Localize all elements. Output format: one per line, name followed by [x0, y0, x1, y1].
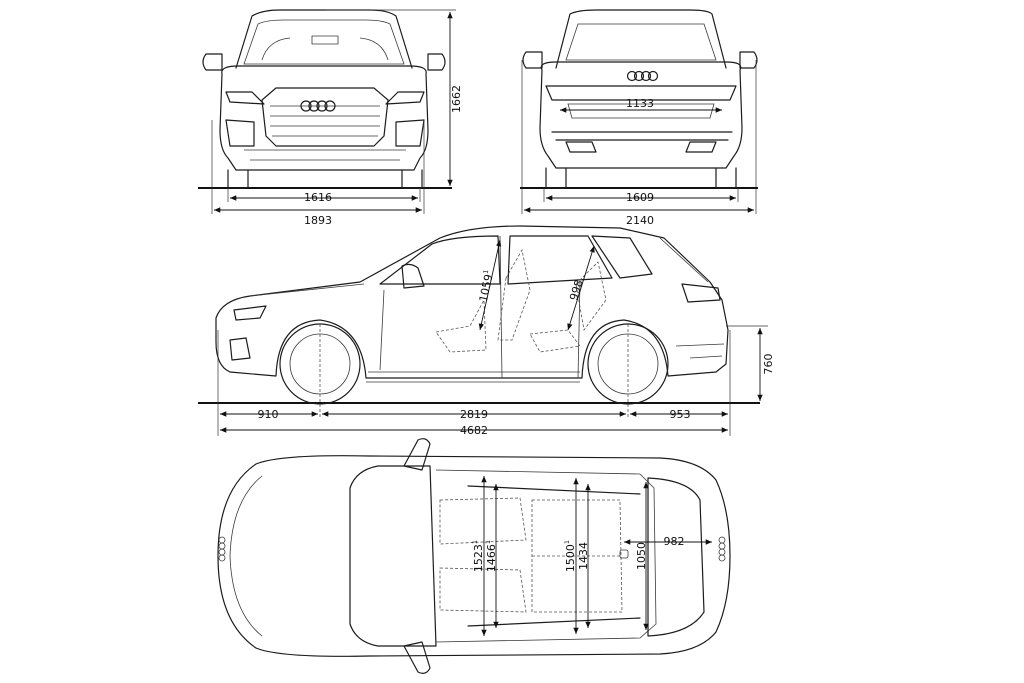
front-left-headlight: [225, 91, 265, 105]
side-front-window: [379, 235, 501, 285]
top-rear-window: [647, 477, 705, 637]
label-mirror-width: 2140: [626, 214, 654, 227]
label-overall-length: 4682: [460, 424, 488, 437]
front-left-mirror: [202, 53, 223, 71]
label-wheelbase: 2819: [460, 408, 488, 421]
label-body-width: 1893: [304, 214, 332, 227]
front-view: [198, 9, 456, 214]
front-body: [219, 65, 429, 171]
rear-window: [565, 23, 717, 61]
label-rear-elbow: 1434: [577, 542, 590, 570]
rear-left-mirror: [522, 51, 543, 69]
rear-left-tyre: [545, 167, 567, 189]
label-rear-shoulder: 15001: [563, 540, 577, 572]
label-front-height: 1662: [450, 85, 463, 113]
front-right-fog: [395, 119, 425, 147]
rear-right-tyre: [715, 167, 737, 189]
rear-bumper: [551, 131, 733, 141]
front-right-headlight: [385, 91, 425, 105]
top-front-right-seat: [439, 567, 527, 613]
label-rear-headroom: 998: [567, 278, 586, 302]
front-grille: [261, 87, 389, 147]
front-four-rings-logo: [300, 100, 336, 112]
side-taillight: [681, 283, 721, 303]
front-right-tyre: [401, 169, 423, 189]
label-front-headroom: 10591: [476, 269, 496, 303]
label-front-elbow: 14661: [484, 540, 498, 572]
dimension-labels: 1662 1616 1893 1133 1609 2140 910 2819 9…: [258, 85, 776, 572]
front-left-fog: [225, 119, 255, 147]
top-four-rings-logo: [218, 536, 726, 562]
front-windshield: [243, 19, 405, 65]
top-body-outline: [217, 455, 731, 657]
label-front-shoulder: 15231: [471, 540, 485, 572]
label-trunk-length: 982: [664, 535, 685, 548]
rear-four-rings-logo: [626, 70, 659, 82]
top-front-left-seat: [439, 497, 527, 545]
side-quarter-window: [591, 235, 653, 279]
rear-body: [539, 61, 743, 169]
rear-light-bar: [545, 85, 737, 101]
rear-exhausts: [565, 141, 717, 153]
side-body-outline: [215, 225, 729, 379]
front-greenhouse: [235, 9, 413, 69]
rear-greenhouse: [555, 9, 727, 69]
rear-view: [520, 9, 758, 214]
rear-headroom-dimension: [567, 245, 595, 331]
label-front-track: 1616: [304, 191, 332, 204]
side-front-seat: [435, 298, 487, 353]
front-left-tyre: [227, 169, 249, 189]
side-front-fog: [229, 337, 251, 361]
front-headroom-dimension: [478, 239, 502, 331]
side-view: [198, 225, 768, 436]
front-right-mirror: [427, 53, 446, 71]
side-mirror: [401, 263, 425, 289]
side-headlight: [233, 305, 267, 321]
label-rear-overhang: 953: [670, 408, 691, 421]
top-windshield: [349, 465, 437, 647]
top-left-mirror: [403, 438, 431, 471]
label-front-overhang: 910: [258, 408, 279, 421]
label-loading-height: 760: [762, 354, 775, 375]
label-trunk-width: 1050: [635, 542, 648, 570]
label-rear-hatch-width: 1133: [626, 97, 654, 110]
rear-right-mirror: [739, 51, 758, 69]
top-right-mirror: [403, 641, 431, 674]
top-rear-bench: [531, 499, 623, 613]
label-rear-track: 1609: [626, 191, 654, 204]
top-view: [217, 438, 731, 674]
side-rear-seat: [529, 329, 581, 353]
